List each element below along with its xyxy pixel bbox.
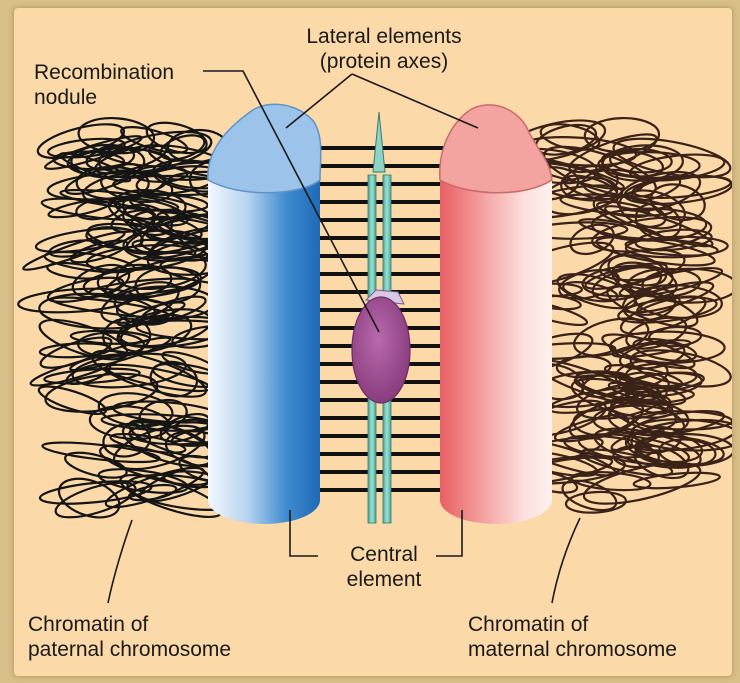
central-element-label-line2: element <box>316 567 452 592</box>
recombination-nodule-label-line2: nodule <box>34 85 174 110</box>
lateral-elements-label-line2: (protein axes) <box>274 49 494 74</box>
recombination-nodule-label: Recombination nodule <box>34 60 174 110</box>
central-element-label-line1: Central <box>316 542 452 567</box>
paternal-chromatin-label-line2: paternal chromosome <box>28 637 231 662</box>
chromatin-loop <box>559 475 620 516</box>
paternal-chromatin-label-line1: Chromatin of <box>28 612 231 637</box>
chromatin-loop <box>553 409 636 447</box>
paternal-lateral-element <box>208 104 321 524</box>
maternal-chromatin-label: Chromatin of maternal chromosome <box>468 612 677 662</box>
central-element-label: Central element <box>316 542 452 592</box>
paternal-chromatin-label: Chromatin of paternal chromosome <box>28 612 231 662</box>
maternal-lateral-element <box>440 105 552 524</box>
maternal-chromatin-label-line1: Chromatin of <box>468 612 677 637</box>
recombination-nodule-label-line1: Recombination <box>34 60 174 85</box>
diagram-frame: Lateral elements (protein axes) Recombin… <box>14 8 732 676</box>
recombination-nodule <box>352 290 410 403</box>
maternal-chromatin-label-line2: maternal chromosome <box>468 637 677 662</box>
lateral-elements-label-line1: Lateral elements <box>274 24 494 49</box>
lateral-elements-label: Lateral elements (protein axes) <box>274 24 494 74</box>
